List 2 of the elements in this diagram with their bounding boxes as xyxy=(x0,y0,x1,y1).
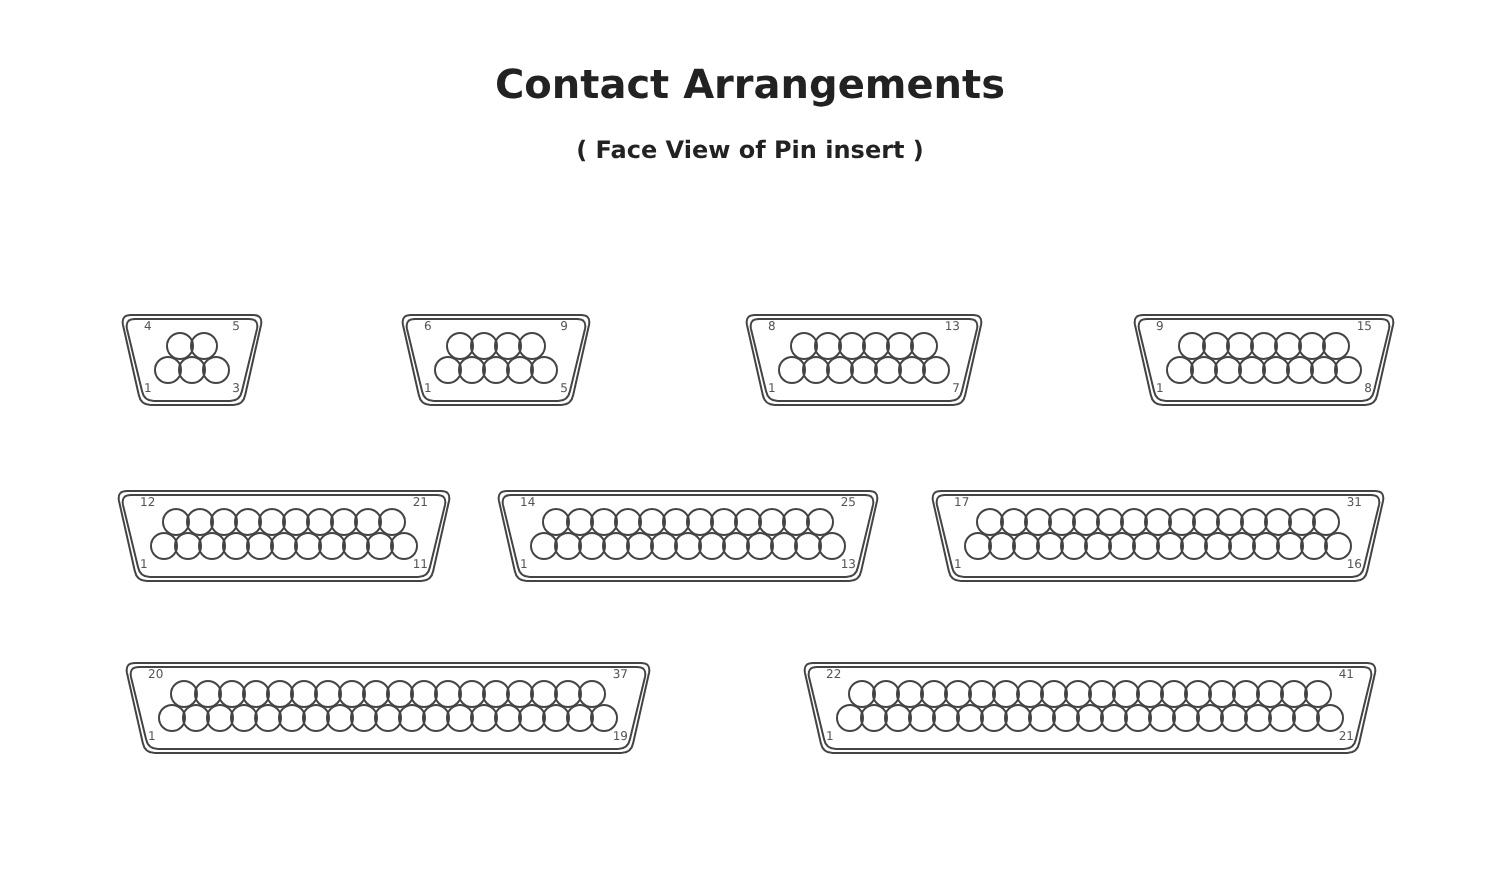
diagram-title: Contact Arrangements xyxy=(492,60,1008,108)
diagram-subtitle: ( Face View of Pin insert ) xyxy=(574,136,926,164)
